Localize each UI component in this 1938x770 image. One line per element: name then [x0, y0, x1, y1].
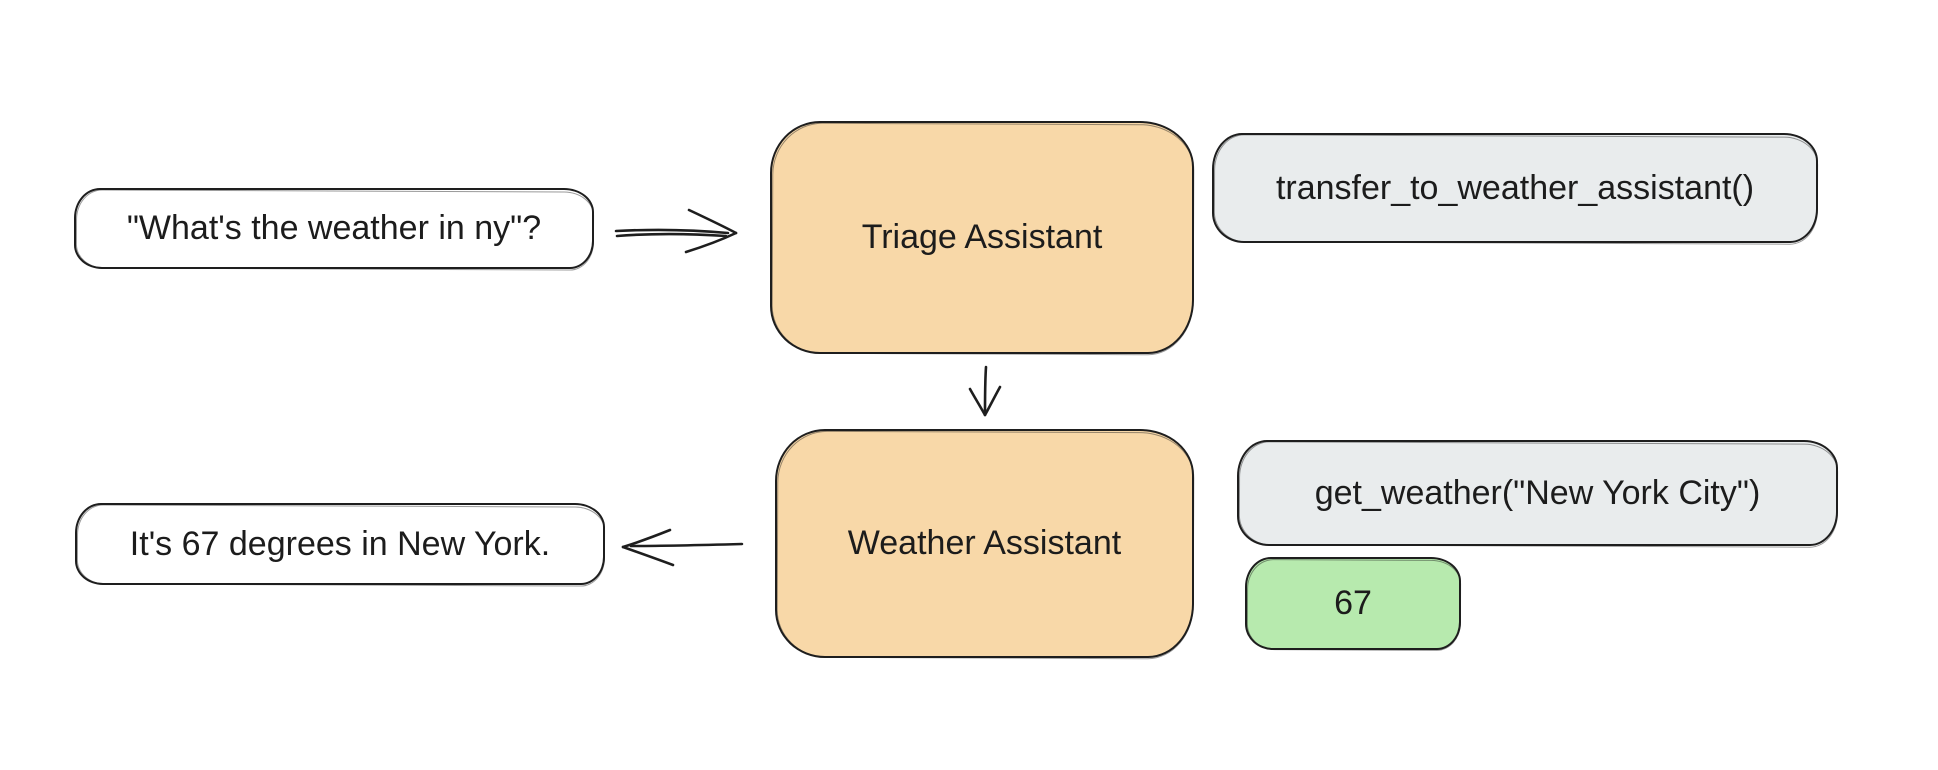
- final-response-node: It's 67 degrees in New York.: [75, 503, 605, 585]
- get-weather-call-label: get_weather("New York City"): [1314, 473, 1761, 512]
- transfer-call-node: transfer_to_weather_assistant(): [1212, 133, 1818, 243]
- weather-assistant-label: Weather Assistant: [847, 524, 1122, 563]
- tool-result-label: 67: [1334, 584, 1372, 623]
- weather-assistant-node: Weather Assistant: [775, 429, 1194, 658]
- triage-assistant-label: Triage Assistant: [861, 218, 1103, 257]
- arrow-weather-to-response-icon: [621, 528, 744, 567]
- arrow-triage-to-weather-icon: [968, 365, 1002, 417]
- transfer-call-label: transfer_to_weather_assistant(): [1275, 168, 1755, 207]
- triage-assistant-node: Triage Assistant: [770, 121, 1194, 354]
- arrow-query-to-triage-icon: [614, 208, 738, 254]
- user-query-label: "What's the weather in ny"?: [126, 209, 542, 248]
- final-response-label: It's 67 degrees in New York.: [129, 524, 551, 563]
- get-weather-call-node: get_weather("New York City"): [1237, 440, 1838, 546]
- tool-result-node: 67: [1245, 557, 1461, 650]
- user-query-node: "What's the weather in ny"?: [74, 188, 594, 269]
